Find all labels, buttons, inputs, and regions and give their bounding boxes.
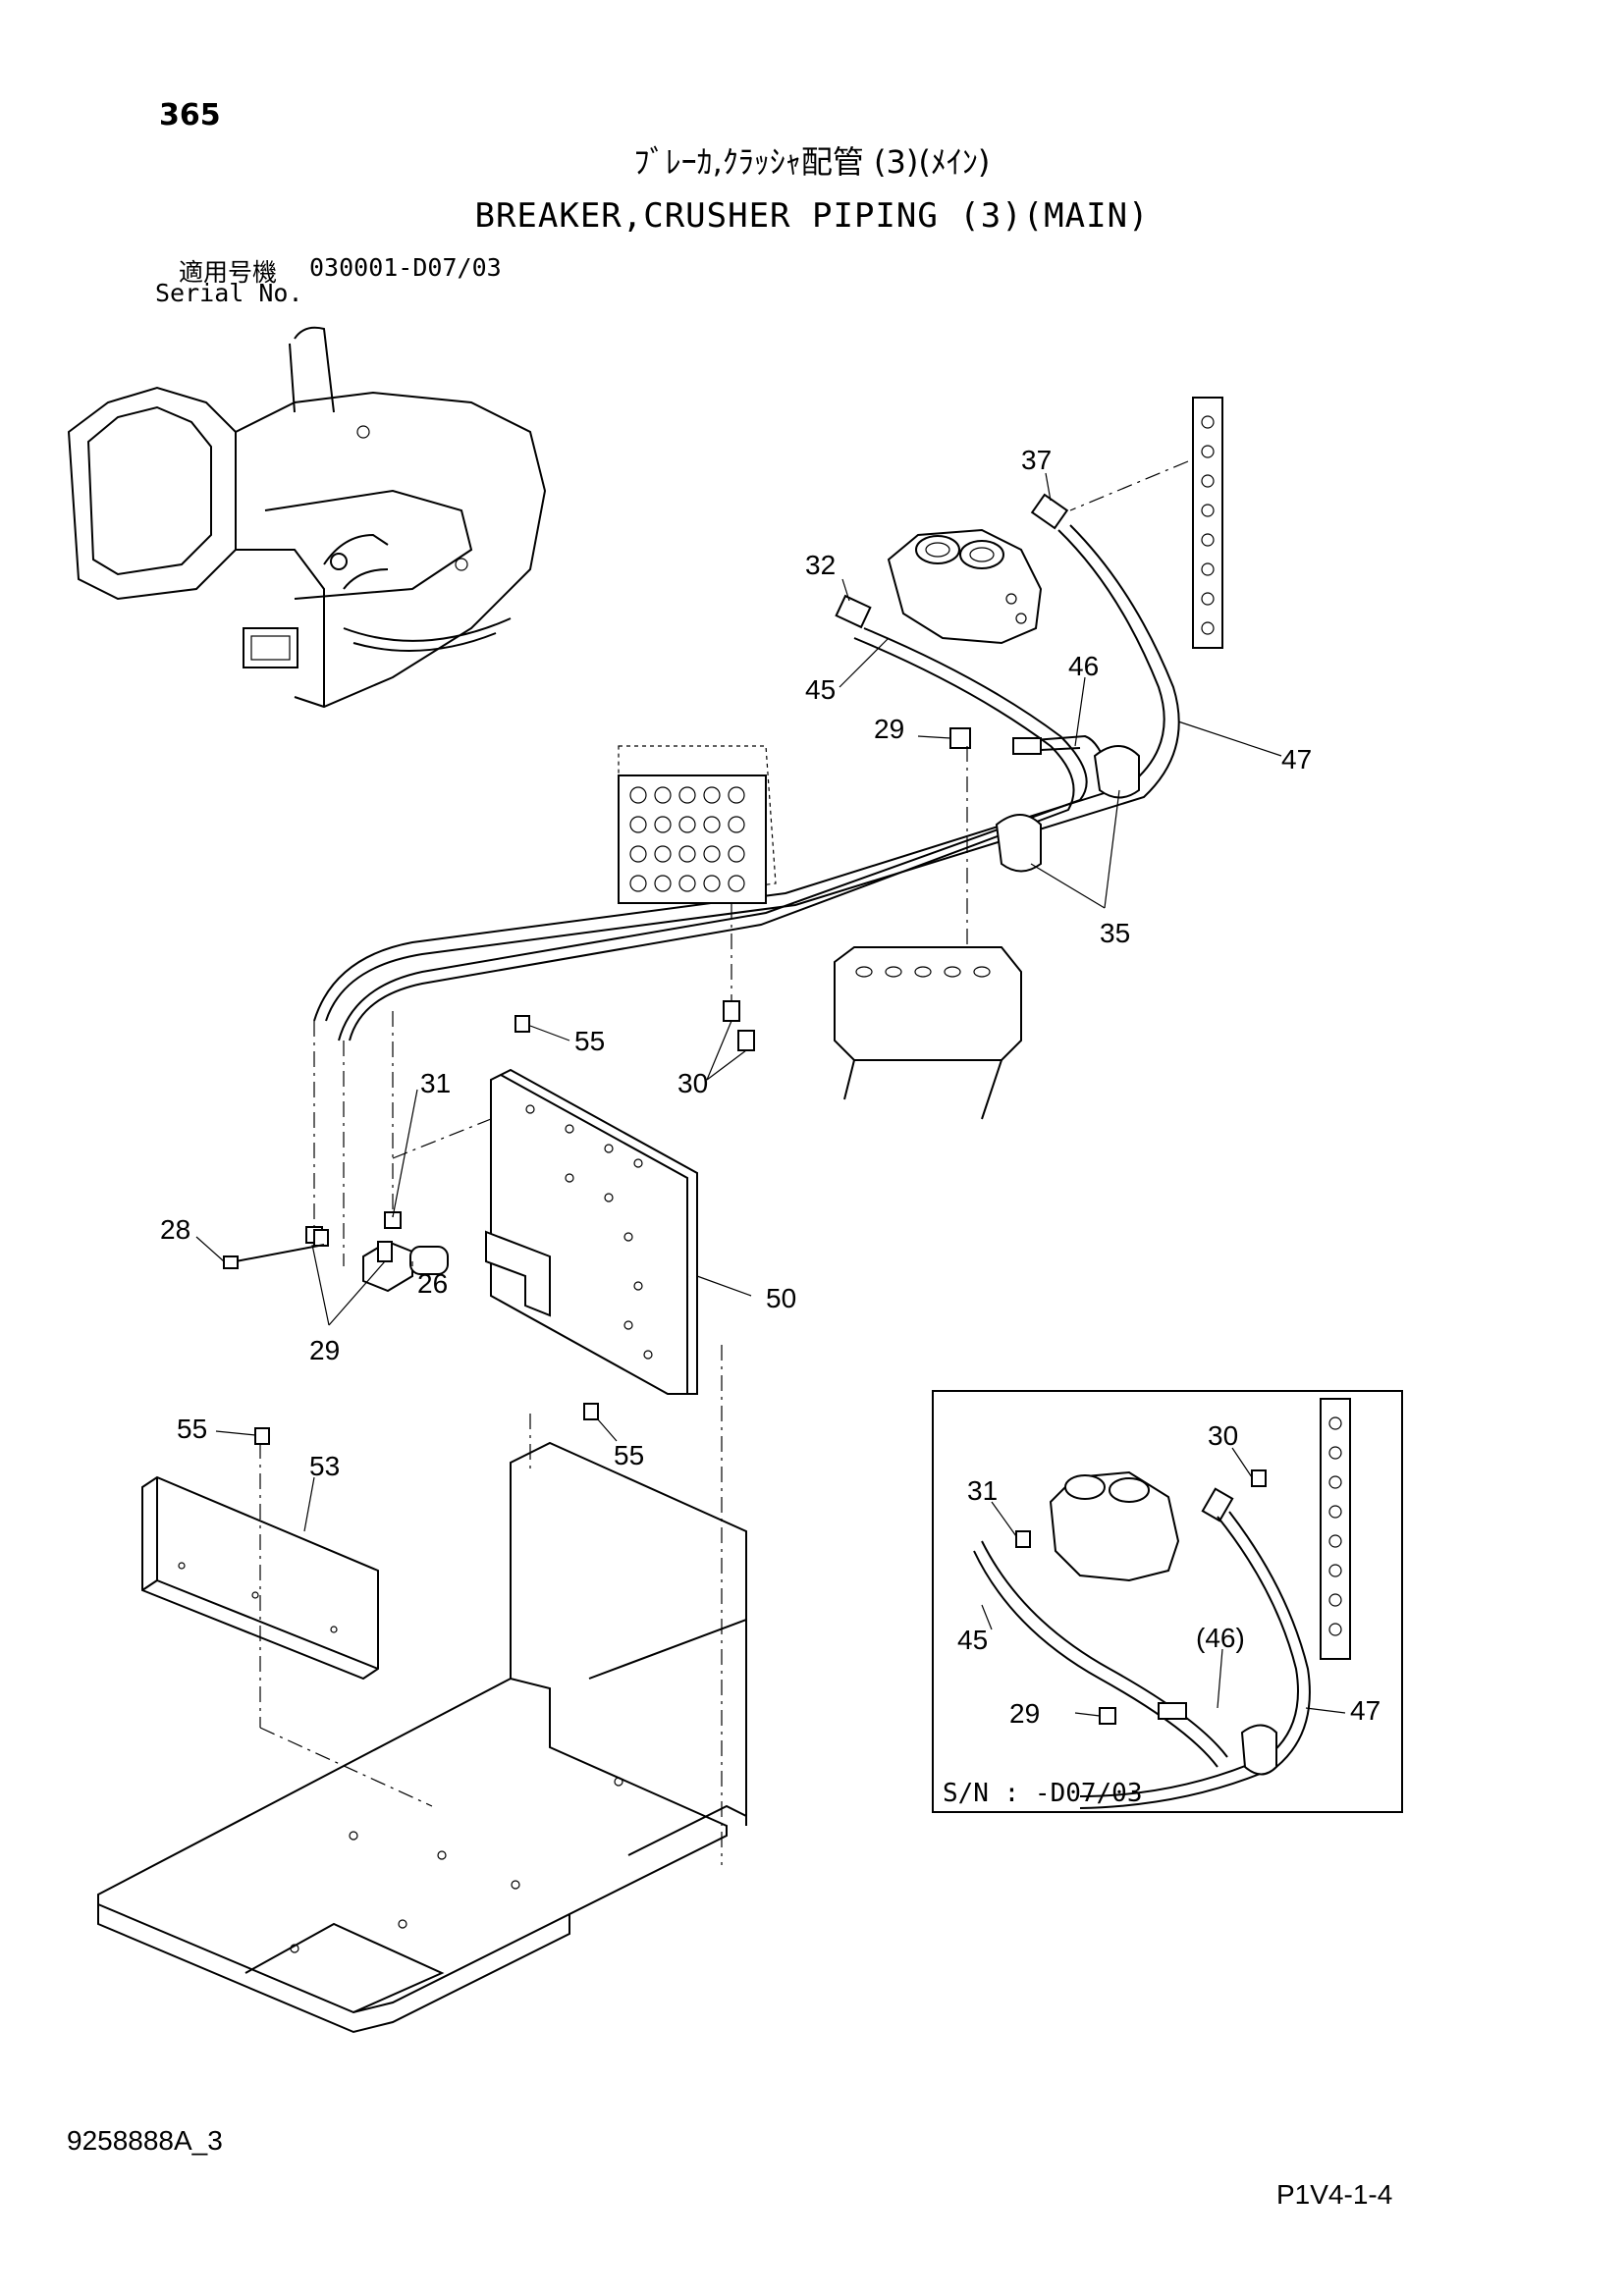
callout-46: 46: [1068, 651, 1099, 681]
inset-callout-47: 47: [1350, 1695, 1380, 1726]
callout-37: 37: [1021, 445, 1052, 475]
inset-serial-note: S/N : -D07/03: [943, 1779, 1143, 1808]
inset-callout-30: 30: [1208, 1420, 1238, 1451]
page-code: P1V4-1-4: [1276, 2179, 1393, 2210]
callout-55-left: 55: [177, 1414, 207, 1444]
excavator-overview-illustration: [67, 326, 547, 709]
title-english: BREAKER,CRUSHER PIPING (3)(MAIN): [474, 196, 1150, 236]
serial-label-jp: 適用号機: [179, 258, 278, 287]
callout-28: 28: [160, 1214, 190, 1245]
callout-29-lower: 29: [309, 1335, 340, 1365]
inset-callout-46: (46): [1196, 1623, 1245, 1653]
plate-50: [485, 1015, 698, 1420]
serial-label-en: Serial No.: [155, 279, 303, 307]
callout-29-upper: 29: [874, 714, 904, 744]
title-japanese: ﾌﾞﾚｰｶ,ｸﾗｯｼｬ配管 (3)(ﾒｲﾝ): [633, 143, 991, 181]
leader-lines: [195, 472, 1346, 1717]
callout-55-lower: 55: [614, 1440, 644, 1470]
callout-53: 53: [309, 1451, 340, 1481]
callout-50: 50: [766, 1283, 796, 1313]
manifold-block: [834, 946, 1022, 1120]
clamps: [966, 745, 1140, 982]
callout-30: 30: [677, 1068, 708, 1098]
callout-32: 32: [805, 550, 836, 580]
drawing-id: 9258888A_3: [67, 2125, 223, 2156]
serial-value: 030001-D07/03: [309, 253, 502, 282]
callout-31: 31: [420, 1068, 451, 1098]
inset-panel: [932, 1390, 1403, 1813]
inset-callout-31: 31: [967, 1475, 998, 1506]
hoses-upper: [313, 524, 1180, 1041]
control-valve-block: [618, 745, 777, 1051]
callout-55-upper: 55: [574, 1026, 605, 1056]
mounting-bar-upper: [1069, 397, 1223, 649]
inset-callout-45: 45: [957, 1625, 988, 1655]
page-number: 365: [159, 98, 221, 133]
callout-45: 45: [805, 674, 836, 705]
breaker-valve-upper: [887, 528, 1043, 645]
callout-26: 26: [417, 1268, 448, 1299]
callout-47: 47: [1281, 744, 1312, 774]
inset-callout-29: 29: [1009, 1698, 1040, 1729]
callout-35: 35: [1100, 918, 1130, 948]
adapter-assembly: [223, 1011, 492, 1293]
base-frame: [97, 1345, 747, 2034]
